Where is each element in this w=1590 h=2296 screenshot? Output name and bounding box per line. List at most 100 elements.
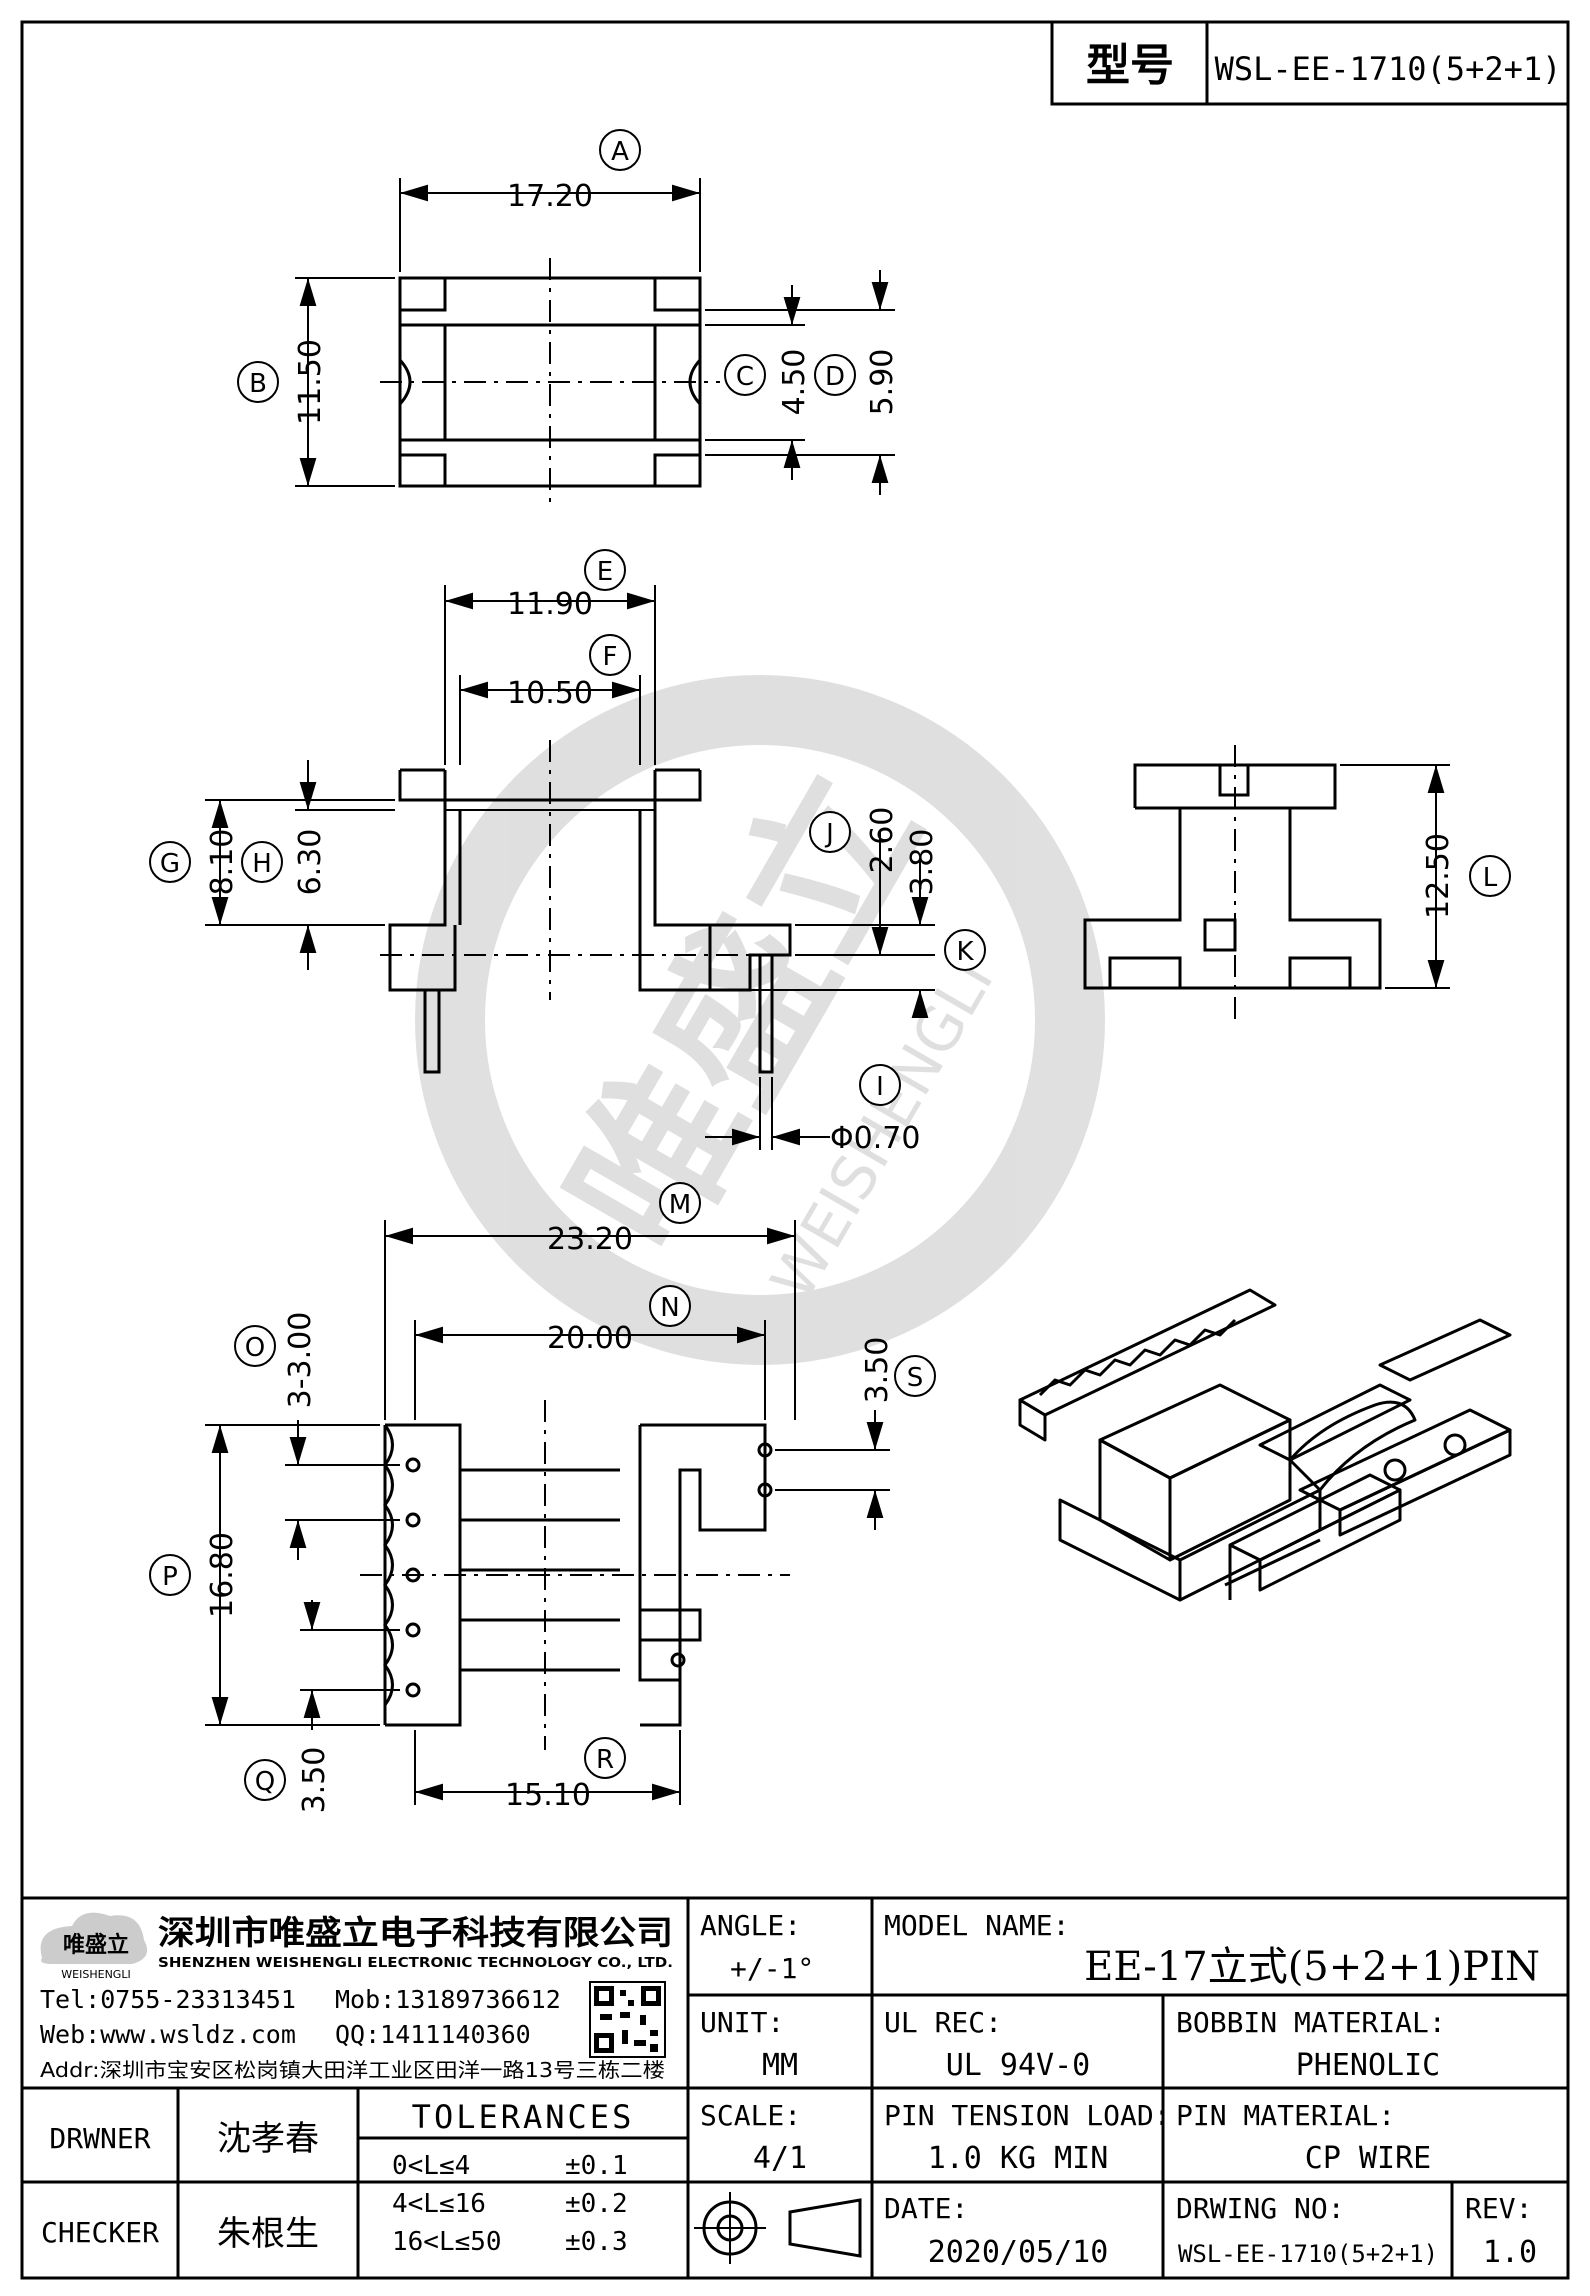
scale-label: SCALE: — [700, 2099, 801, 2132]
title-block-grid — [20, 1896, 1568, 2278]
pin-material-value: CP WIRE — [1305, 2141, 1431, 2176]
dim-L-tag: L — [1483, 863, 1498, 893]
side-view — [205, 585, 935, 1150]
scale-value: 4/1 — [753, 2141, 807, 2176]
dim-E-value: 11.90 — [507, 587, 593, 622]
tol-range-1: 0<L≤4 — [392, 2151, 470, 2181]
dim-C-tag: C — [736, 362, 754, 392]
company-web: Web:www.wsldz.com — [40, 2020, 296, 2049]
model-value: WSL-EE-1710(5+2+1) — [1215, 50, 1562, 88]
dim-S-tag: S — [907, 1363, 924, 1393]
dim-B-value: 11.50 — [293, 339, 328, 425]
isometric-view — [1018, 1288, 1512, 1602]
dim-N-tag: N — [660, 1293, 679, 1323]
dim-B-tag: B — [249, 369, 267, 399]
sheet-border — [20, 20, 1570, 2280]
dim-G-tag: G — [160, 849, 180, 879]
dim-O-tag: O — [245, 1333, 265, 1363]
ul-rec-value: UL 94V-0 — [946, 2048, 1091, 2083]
dim-M-value: 23.20 — [547, 1222, 633, 1257]
drawer-name: 沈孝春 — [217, 2119, 319, 2159]
drawer-label: DRWNER — [49, 2122, 150, 2155]
dim-I-value: Φ0.70 — [830, 1121, 920, 1156]
top-view — [295, 178, 895, 506]
bottom-view-labels: 23.20 M 20.00 N 3-3.00 O 3.50 S 16.80 P … — [149, 1182, 936, 1814]
unit-value: MM — [762, 2048, 798, 2083]
dim-R-tag: R — [596, 1745, 614, 1775]
company-mob: Mob:13189736612 — [335, 1985, 561, 2014]
bobbin-material-label: BOBBIN MATERIAL: — [1176, 2006, 1446, 2039]
angle-label: ANGLE: — [700, 1909, 801, 1942]
dim-L-value: 12.50 — [1421, 833, 1456, 919]
dim-F-value: 10.50 — [507, 676, 593, 711]
dim-J-value: 2.60 — [865, 807, 900, 874]
dim-A-tag: A — [611, 137, 629, 167]
tol-value-3: ±0.3 — [565, 2227, 628, 2257]
rev-label: REV: — [1465, 2192, 1532, 2225]
bottom-view — [205, 1220, 890, 1805]
company-logo: 唯盛立 WEISHENGLI — [40, 1912, 148, 1981]
dim-F-tag: F — [603, 642, 618, 672]
company-name-en: SHENZHEN WEISHENGLI ELECTRONIC TECHNOLOG… — [158, 1956, 673, 1971]
dim-P-tag: P — [162, 1562, 178, 1592]
dim-R-value: 15.10 — [505, 1778, 591, 1813]
dim-D-tag: D — [825, 362, 845, 392]
dim-I-tag: I — [876, 1072, 884, 1102]
checker-name: 朱根生 — [217, 2214, 319, 2254]
dim-D-value: 5.90 — [865, 349, 900, 416]
company-qq: QQ:1411140360 — [335, 2020, 531, 2049]
dim-Q-value: 3.50 — [297, 1747, 332, 1814]
dim-H-value: 6.30 — [293, 829, 328, 896]
drawing-no-value: WSL-EE-1710(5+2+1) — [1178, 2240, 1438, 2268]
company-address: Addr:深圳市宝安区松岗镇大田洋工业区田洋一路13号三栋二楼 — [40, 2058, 665, 2082]
model-name-value: EE-17立式(5+2+1)PIN — [1084, 1944, 1540, 1990]
date-value: 2020/05/10 — [928, 2235, 1109, 2270]
company-logo-sub: WEISHENGLI — [61, 1968, 130, 1981]
drawing-no-label: DRWING NO: — [1176, 2192, 1345, 2225]
company-info: 唯盛立 WEISHENGLI 深圳市唯盛立电子科技有限公司 SHENZHEN W… — [40, 1912, 673, 2082]
date-label: DATE: — [884, 2192, 968, 2225]
model-header: 型号 WSL-EE-1710(5+2+1) — [1050, 20, 1570, 106]
qr-code-icon — [589, 1981, 666, 2058]
tol-range-3: 16<L≤50 — [392, 2227, 502, 2257]
dim-A-value: 17.20 — [507, 179, 593, 214]
dim-S-value: 3.50 — [860, 1337, 895, 1404]
model-name-label: MODEL NAME: — [884, 1909, 1069, 1942]
pin-tension-value: 1.0 KG MIN — [928, 2141, 1109, 2176]
tol-value-2: ±0.2 — [565, 2189, 628, 2219]
dim-K-tag: K — [956, 937, 974, 967]
dim-Q-tag: Q — [255, 1767, 275, 1797]
model-label: 型号 — [1086, 40, 1174, 91]
title-block-fields: ANGLE: +/-1° MODEL NAME: EE-17立式(5+2+1)P… — [41, 1909, 1540, 2270]
company-logo-text: 唯盛立 — [63, 1932, 129, 1958]
tol-range-2: 4<L≤16 — [392, 2189, 486, 2219]
rev-value: 1.0 — [1483, 2235, 1537, 2270]
tolerances-title: TOLERANCES — [412, 2098, 635, 2136]
end-view — [1083, 745, 1450, 1020]
pin-material-label: PIN MATERIAL: — [1176, 2099, 1395, 2132]
dim-O-value: 3-3.00 — [283, 1312, 318, 1409]
dim-H-tag: H — [252, 849, 272, 879]
dim-C-value: 4.50 — [777, 349, 812, 416]
top-view-labels: 17.20 A 11.50 B 4.50 C 5.90 D — [237, 129, 900, 425]
dim-M-tag: M — [669, 1190, 691, 1220]
ul-rec-label: UL REC: — [884, 2006, 1002, 2039]
side-view-labels: 11.90 E 10.50 F 8.10 G 6.30 H 2.60 J 3.8… — [149, 549, 986, 1156]
end-view-labels: 12.50 L — [1421, 833, 1511, 919]
dim-G-value: 8.10 — [205, 829, 240, 896]
bobbin-material-value: PHENOLIC — [1296, 2048, 1441, 2083]
unit-label: UNIT: — [700, 2006, 784, 2039]
tol-value-1: ±0.1 — [565, 2151, 628, 2181]
projection-symbol-icon — [694, 2192, 862, 2264]
angle-value: +/-1° — [730, 1952, 814, 1985]
company-name-cn: 深圳市唯盛立电子科技有限公司 — [158, 1913, 673, 1952]
checker-label: CHECKER — [41, 2216, 159, 2249]
company-tel: Tel:0755-23313451 — [40, 1985, 296, 2014]
dim-P-value: 16.80 — [205, 1532, 240, 1618]
dim-N-value: 20.00 — [547, 1321, 633, 1356]
dim-E-tag: E — [597, 557, 613, 587]
dim-J-tag: J — [824, 819, 834, 849]
pin-tension-label: PIN TENSION LOAD: — [884, 2099, 1171, 2132]
dim-K-value: 3.80 — [905, 829, 940, 896]
